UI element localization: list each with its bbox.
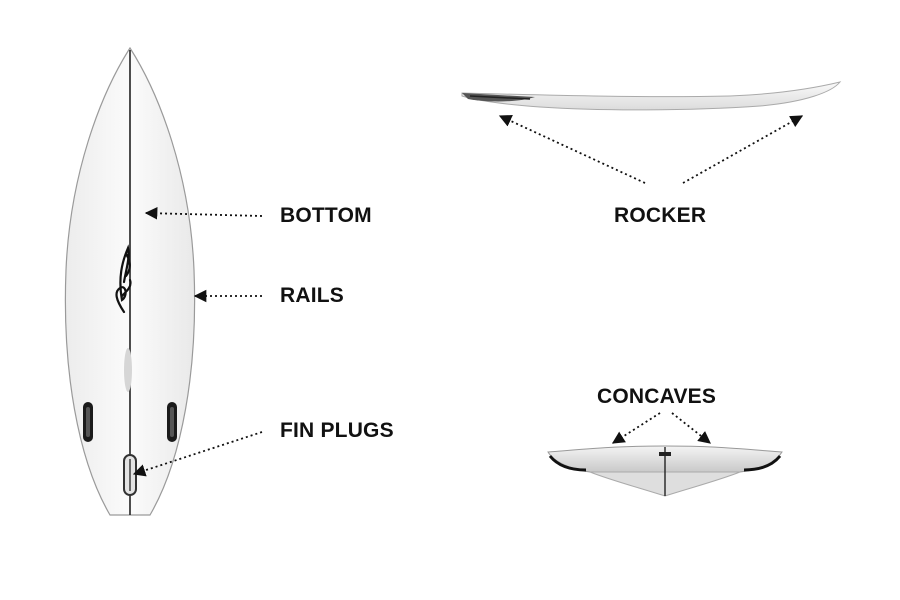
label-concaves: CONCAVES bbox=[597, 385, 717, 408]
surfboard-tail-view bbox=[547, 445, 783, 497]
label-rails: RAILS bbox=[280, 284, 344, 307]
rail-right bbox=[743, 455, 782, 472]
rocker-outline bbox=[461, 81, 842, 111]
leader-arrows bbox=[132, 115, 804, 477]
label-fin-plugs: FIN PLUGS bbox=[280, 419, 394, 442]
label-bottom: BOTTOM bbox=[280, 204, 372, 227]
signature-logo bbox=[115, 244, 132, 314]
label-rocker: ROCKER bbox=[614, 204, 707, 227]
arrow-concaves-left bbox=[611, 412, 661, 444]
arrow-bottom bbox=[144, 206, 263, 220]
arrow-concaves-right bbox=[671, 412, 711, 444]
fin-plug-left-inner bbox=[86, 407, 90, 437]
arrow-rocker-left bbox=[498, 115, 646, 184]
board-artwork bbox=[124, 348, 132, 392]
surfboard-bottom-view bbox=[64, 46, 196, 516]
surfboard-rocker-view bbox=[461, 81, 842, 111]
rocker-tail-stripe bbox=[469, 95, 531, 100]
fin-plug-right-inner bbox=[170, 407, 174, 437]
tail-center-fin bbox=[659, 452, 671, 456]
rail-left bbox=[548, 455, 587, 472]
arrow-rocker-right bbox=[682, 115, 804, 184]
